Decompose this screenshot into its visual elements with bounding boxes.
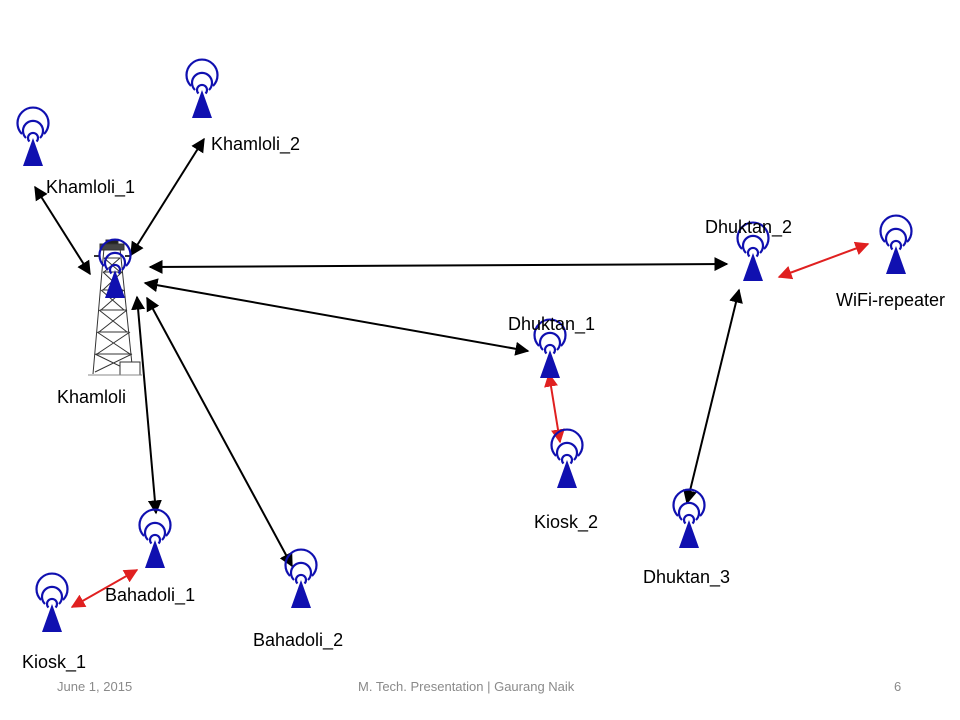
link-bahadoli-1-kiosk-1: [70, 569, 139, 608]
link-khamloli-bahadoli-1: [131, 295, 162, 515]
link-khamloli-dhuktan-1: [143, 278, 530, 356]
label-dhuktan-1: Dhuktan_1: [508, 314, 596, 334]
label-khamloli-1: Khamloli_1: [46, 177, 136, 197]
label-khamloli-2: Khamloli_2: [211, 134, 301, 154]
label-khamloli: Khamloli: [57, 387, 127, 407]
footer-title: M. Tech. Presentation | Gaurang Naik: [358, 679, 575, 694]
link-khamloli-khamloli-1: [34, 185, 91, 276]
link-khamloli-bahadoli-2: [146, 296, 293, 568]
antenna-icon-bahadoli-2: [284, 548, 318, 610]
label-wifi-repeater: WiFi-repeater: [836, 290, 946, 310]
link-khamloli-khamloli-2: [130, 137, 205, 257]
footer-page-number: 6: [894, 679, 902, 694]
label-bahadoli-1: Bahadoli_1: [105, 585, 196, 605]
antenna-icon-khamloli-2: [185, 58, 219, 120]
label-dhuktan-2: Dhuktan_2: [705, 217, 793, 237]
nodes-layer: [16, 58, 913, 634]
label-bahadoli-2: Bahadoli_2: [253, 630, 344, 650]
link-khamloli-dhuktan-2: [148, 257, 729, 274]
label-dhuktan-3: Dhuktan_3: [643, 567, 731, 587]
link-dhuktan-2-dhuktan-3: [683, 288, 743, 505]
label-kiosk-2: Kiosk_2: [534, 512, 599, 532]
links-layer: [34, 137, 870, 608]
link-dhuktan-2-wifi-repeater: [777, 241, 870, 280]
link-dhuktan-1-kiosk-2: [544, 372, 565, 444]
antenna-icon-bahadoli-1: [138, 508, 172, 570]
label-kiosk-1: Kiosk_1: [22, 652, 87, 672]
antenna-icon-khamloli-1: [16, 106, 50, 168]
footer-date: June 1, 2015: [57, 679, 133, 694]
antenna-icon-kiosk-1: [35, 572, 69, 634]
antenna-icon-kiosk-2: [550, 428, 584, 490]
lattice-tower-icon: [88, 239, 142, 376]
antenna-icon-wifi-repeater: [879, 214, 913, 276]
